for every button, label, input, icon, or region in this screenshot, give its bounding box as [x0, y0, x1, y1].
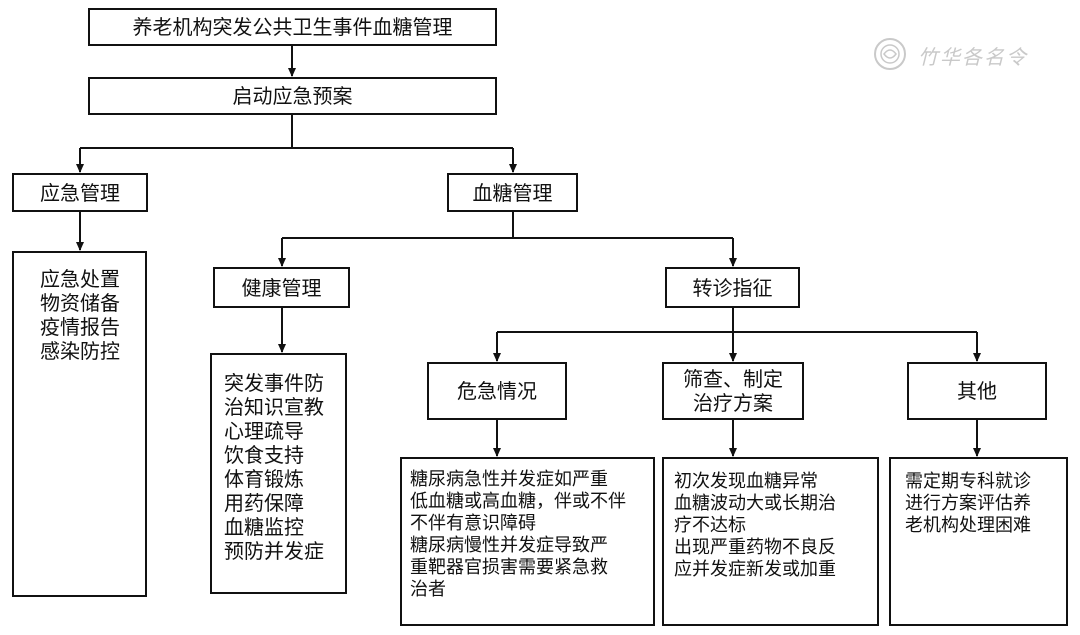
emergency-mgmt-box: 应急管理 — [12, 173, 148, 212]
list-item: 老机构处理困难 — [905, 515, 1031, 536]
list-item: 出现严重药物不良反 — [674, 537, 836, 558]
start-plan-box: 启动应急预案 — [88, 77, 497, 115]
emergency-mgmt-list: 应急处置 物资储备 疫情报告 感染防控 — [12, 251, 147, 597]
list-item: 治者 — [410, 579, 446, 600]
list-item: 低血糖或高血糖，伴或不伴 — [410, 491, 626, 512]
health-mgmt-box: 健康管理 — [213, 267, 350, 308]
health-mgmt-list: 突发事件防 治知识宣教 心理疏导 饮食支持 体育锻炼 用药保障 血糖监控 预防并… — [210, 353, 347, 594]
watermark: 竹华各名令 — [870, 34, 1045, 74]
list-item: 糖尿病慢性并发症导致严 — [410, 535, 608, 556]
list-item: 治知识宣教 — [224, 395, 324, 419]
critical-label: 危急情况 — [457, 379, 537, 403]
list-item: 应急处置 — [40, 267, 120, 291]
list-item: 物资储备 — [40, 291, 120, 315]
glucose-mgmt-label: 血糖管理 — [472, 180, 553, 205]
screening-label: 筛查、制定 治疗方案 — [683, 367, 783, 415]
list-item: 血糖监控 — [224, 515, 304, 539]
list-item: 进行方案评估养 — [905, 493, 1031, 514]
emergency-mgmt-label: 应急管理 — [40, 180, 120, 205]
list-item: 体育锻炼 — [224, 467, 304, 491]
list-item: 心理疏导 — [224, 419, 304, 443]
list-item: 重靶器官损害需要紧急救 — [410, 557, 608, 578]
critical-box: 危急情况 — [427, 362, 567, 420]
list-item: 糖尿病急性并发症如严重 — [410, 469, 608, 490]
list-item: 需定期专科就诊 — [905, 471, 1031, 492]
other-label: 其他 — [957, 379, 997, 403]
watermark-text: 竹华各名令 — [918, 45, 1028, 69]
list-item: 感染防控 — [40, 339, 120, 363]
other-box: 其他 — [907, 362, 1047, 420]
glucose-mgmt-box: 血糖管理 — [447, 173, 578, 212]
referral-label: 转诊指征 — [692, 275, 773, 300]
list-item: 应并发症新发或加重 — [674, 559, 836, 580]
list-item: 突发事件防 — [224, 371, 324, 395]
list-item: 初次发现血糖异常 — [674, 471, 818, 492]
health-mgmt-label: 健康管理 — [241, 275, 322, 300]
title-box: 养老机构突发公共卫生事件血糖管理 — [88, 8, 497, 46]
screening-box: 筛查、制定 治疗方案 — [662, 362, 804, 420]
other-list: 需定期专科就诊 进行方案评估养 老机构处理困难 — [889, 457, 1068, 626]
list-item: 疫情报告 — [40, 315, 120, 339]
list-item: 预防并发症 — [224, 539, 324, 563]
start-plan-label: 启动应急预案 — [232, 84, 353, 108]
list-item: 血糖波动大或长期治 — [674, 493, 836, 514]
seal-icon — [874, 38, 906, 70]
list-item: 用药保障 — [224, 491, 304, 515]
list-item: 饮食支持 — [224, 443, 304, 467]
title-label: 养老机构突发公共卫生事件血糖管理 — [132, 15, 453, 39]
critical-list: 糖尿病急性并发症如严重 低血糖或高血糖，伴或不伴 不伴有意识障碍 糖尿病慢性并发… — [400, 457, 655, 626]
list-item: 不伴有意识障碍 — [410, 513, 536, 534]
screening-list: 初次发现血糖异常 血糖波动大或长期治 疗不达标 出现严重药物不良反 应并发症新发… — [662, 457, 879, 626]
referral-box: 转诊指征 — [665, 267, 800, 308]
list-item: 疗不达标 — [674, 515, 746, 536]
